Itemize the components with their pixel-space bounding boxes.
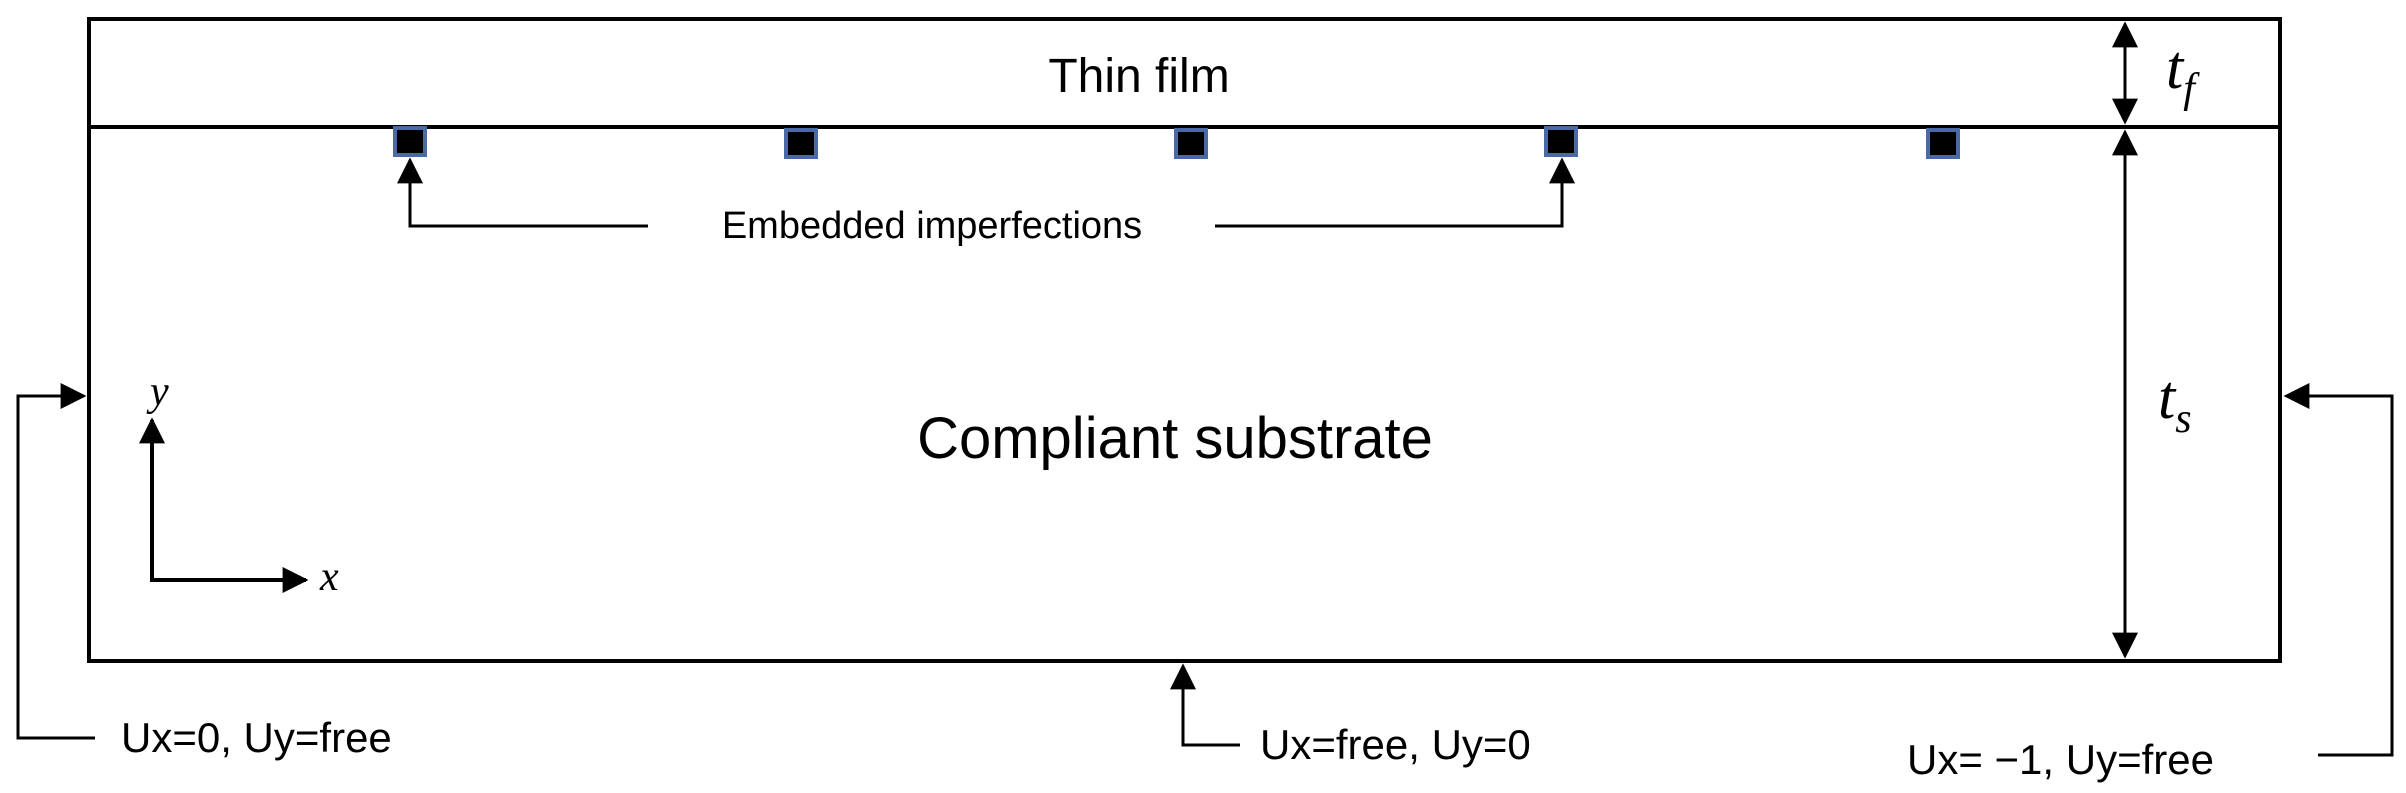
imperfection-pointer-left [397, 157, 648, 228]
left-bc-arrow [16, 383, 95, 740]
substrate-label: Compliant substrate [917, 406, 1433, 471]
imperfection [784, 128, 818, 159]
imperfection [1926, 128, 1960, 159]
domain-outline [87, 17, 2282, 663]
imperfections [393, 126, 1960, 159]
left-bc-label: Ux=0, Uy=free [121, 714, 392, 761]
imperfection [393, 126, 427, 157]
right-bc-arrow [2283, 383, 2394, 757]
right-bc-label: Ux= −1, Uy=free [1907, 736, 2214, 783]
y-axis-label: y [146, 369, 169, 415]
film-thickness-label: tf [2166, 34, 2200, 112]
bottom-bc-arrow [1170, 663, 1240, 747]
imperfection [1174, 128, 1208, 159]
imperfection [1544, 126, 1578, 157]
bottom-bc-label: Ux=free, Uy=0 [1260, 721, 1531, 768]
imperfections-label: Embedded imperfections [722, 205, 1142, 247]
film-label: Thin film [1048, 50, 1229, 103]
imperfection-pointer-right [1215, 157, 1575, 228]
substrate-thickness-label: ts [2158, 364, 2192, 442]
x-axis-label: x [319, 554, 339, 600]
